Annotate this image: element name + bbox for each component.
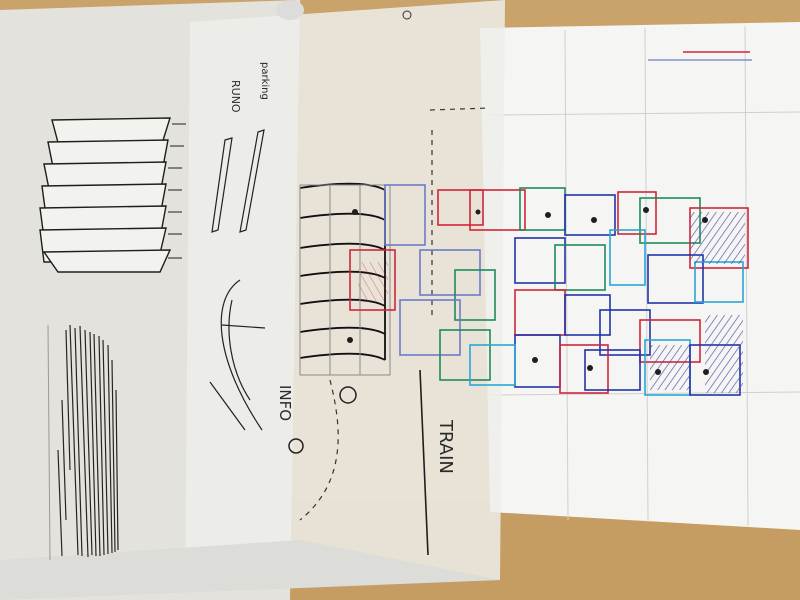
roof-arrows bbox=[168, 123, 186, 259]
info-flower-icon-2 bbox=[288, 438, 304, 454]
dense-sketch-axis bbox=[47, 324, 51, 561]
grid-lines bbox=[489, 25, 800, 527]
roof-shingles-sketch bbox=[39, 117, 172, 273]
label-train: TRAIN bbox=[435, 419, 456, 474]
label-parking: parking bbox=[259, 62, 270, 100]
hatched-blocks bbox=[358, 212, 745, 393]
building-fins-sketch bbox=[299, 182, 386, 361]
pin-mark bbox=[402, 10, 412, 20]
label-info: INFO bbox=[276, 385, 294, 421]
tape-piece bbox=[276, 0, 304, 20]
grid-paper-sheet bbox=[480, 22, 800, 530]
dashed-path bbox=[299, 107, 491, 521]
info-flower-icon bbox=[339, 386, 357, 404]
plan-dots bbox=[347, 207, 709, 375]
tracing-sheet-overlap bbox=[0, 540, 500, 600]
tracing-sheet-middle bbox=[185, 0, 505, 590]
dense-line-sketch bbox=[57, 324, 119, 558]
roof-profile-sketches bbox=[209, 129, 266, 431]
train-line bbox=[419, 369, 429, 556]
label-runo: RUNO bbox=[229, 80, 242, 113]
